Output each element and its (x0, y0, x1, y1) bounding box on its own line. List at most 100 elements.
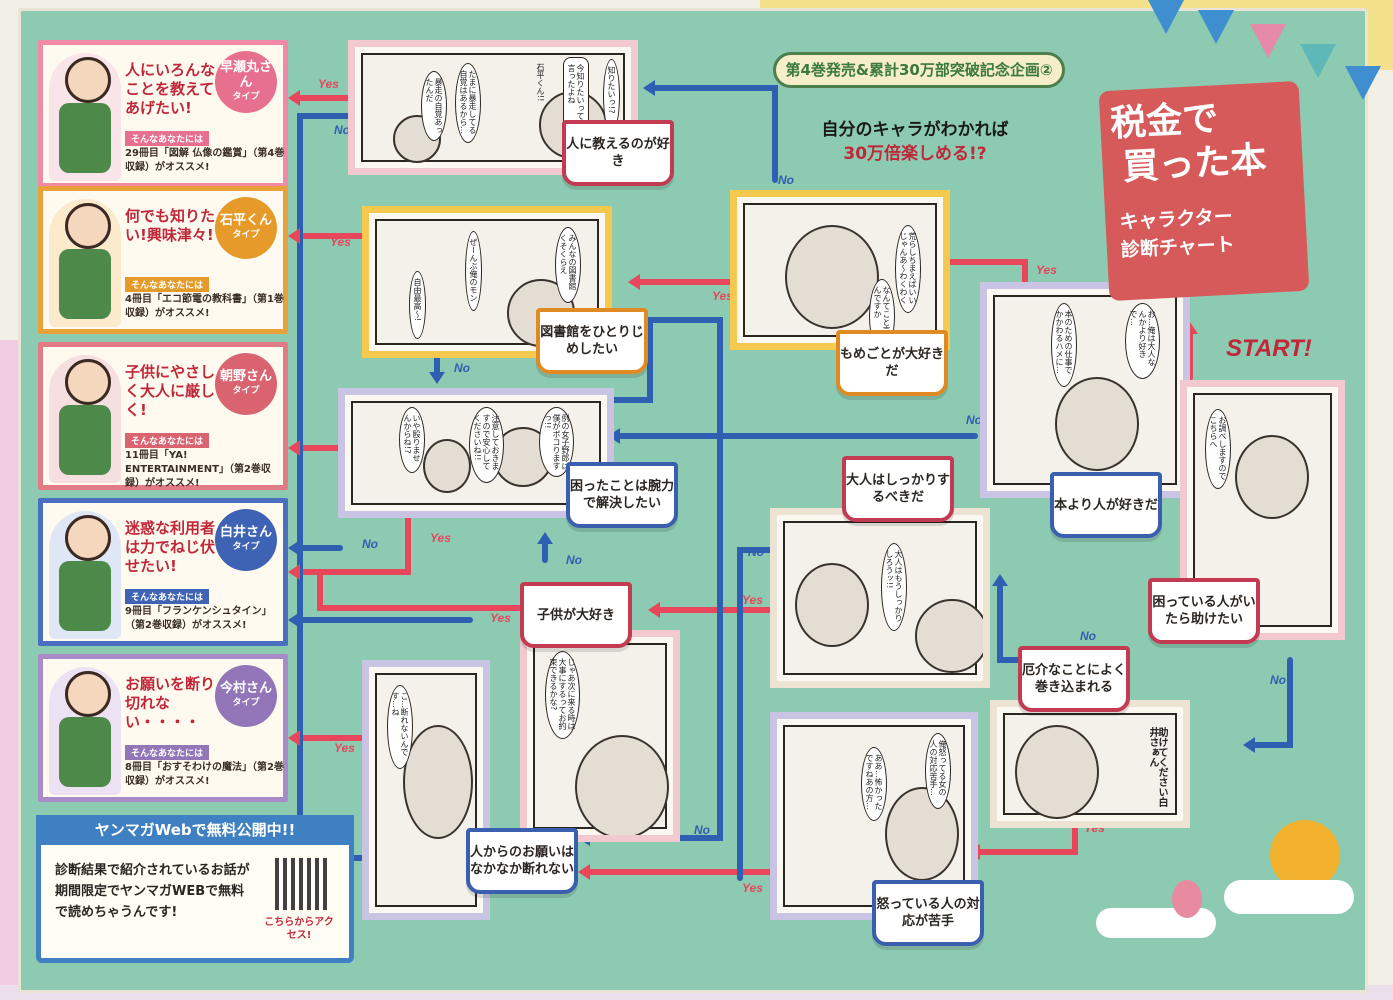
speech-bubble: ぜーんぶ俺のモン (465, 231, 482, 311)
speech-bubble: ああ…怖かったですねあの方… (861, 747, 887, 821)
result-card-asano: 子供にやさしく大人に厳しく! 朝野さんタイプ そんなあなたには 11冊目「YA!… (38, 342, 288, 490)
question-help: 困っている人がいたら助けたい (1148, 578, 1260, 644)
manga-panel-adults: 大人はもうしっかりしろうッ!! (770, 508, 990, 688)
result-title: 人にいろんなことを教えてあげたい! (125, 61, 216, 117)
result-subtitle: そんなあなたには (125, 745, 210, 760)
bunting-flag (1148, 0, 1184, 34)
character-figure (885, 787, 959, 881)
question-teach: 人に教えるのが好き (562, 120, 674, 186)
question-library: 図書館をひとりじめしたい (536, 308, 648, 374)
result-subtitle: そんなあなたには (125, 433, 210, 448)
character-figure (915, 599, 983, 673)
bunting-flag (1198, 10, 1234, 44)
character-figure (423, 439, 471, 493)
result-recommendation: 11冊目「YA! ENTERTAINMENT」（第2巻収録）がオススメ! (125, 450, 271, 489)
speech-bubble: 石平くん!! (536, 63, 545, 102)
speech-bubble: 助けてください白井さぁん (1147, 727, 1167, 807)
character-figure (1235, 435, 1309, 519)
character-figure (403, 725, 473, 839)
question-people: 本より人が好きだ (1050, 472, 1162, 538)
start-label: START! (1226, 335, 1312, 362)
speech-bubble: 自由最高～! (409, 271, 426, 339)
speech-bubble: いや殴りませんからね!? (399, 407, 425, 473)
manga-panel-requests: こ…断れないんです…ね (362, 660, 490, 920)
promo-title: ヤンマガWebで無料公開中!! (36, 815, 354, 845)
result-card-ishihira: 何でも知りたい!興味津々! 石平くんタイプ そんなあなたには 4冊目「エコ節電の… (38, 186, 288, 334)
question-requests: 人からのお願いはなかなか断れない (466, 828, 578, 894)
question-trouble-lover: もめごとが大好きだ (836, 330, 948, 396)
tagline-line2: 30万倍楽しめる!? (843, 144, 987, 164)
manga-panel-trouble: 荒らしちまえばいいじゃんあ〜わくわく なんてこと言うんですか (730, 190, 950, 350)
title-logo: 税金で 買った本 キャラクター 診断チャート (1098, 80, 1310, 302)
speech-bubble: 暴走の自覚あったんだ (421, 71, 447, 141)
type-badge: 白井さんタイプ (215, 509, 277, 571)
logo-subtitle1: キャラクター (1118, 205, 1234, 234)
question-adults: 大人はしっかりするべきだ (842, 456, 954, 522)
character-figure (1015, 725, 1099, 819)
result-card-hayasemaru: 人にいろんなことを教えてあげたい! 早瀬丸さんタイプ そんなあなたには 29冊目… (38, 40, 288, 188)
type-badge: 石平くんタイプ (215, 197, 277, 259)
speech-bubble: みんなの図書館くそくらえ (555, 227, 581, 303)
speech-bubble: じゃあ次に来る時は大事にするってお約束できるかな? (545, 651, 580, 739)
speech-bubble: お…俺は大人なんかより好きで… (1125, 303, 1160, 379)
promo-body: 診断結果で紹介されているお話が 期間限定でヤンマガWEBで無料で読めちゃうんです… (55, 863, 250, 920)
result-card-shirai: 迷惑な利用者は力でねじ伏せたい! 白井さんタイプ そんなあなたには 9冊目「フラ… (38, 498, 288, 646)
result-subtitle: そんなあなたには (125, 277, 210, 292)
speech-bubble: 本のための仕事でかかわるハメに… (1051, 303, 1077, 387)
logo-line2: 買った本 (1121, 139, 1268, 189)
campaign-banner: 第4巻発売&累計30万部突破記念企画② (773, 52, 1065, 88)
character-illustration (49, 53, 121, 181)
character-illustration (49, 199, 121, 327)
type-badge: 今村さんタイプ (215, 665, 277, 727)
bunting-flag (1250, 24, 1286, 58)
speech-bubble: 注意しておきますので安心してくださいね!! (469, 407, 504, 483)
speech-bubble: 大人はもうしっかりしろうッ!! (881, 543, 907, 631)
result-title: 迷惑な利用者は力でねじ伏せたい! (125, 519, 216, 575)
tagline-line1: 自分のキャラがわかれば (821, 120, 1009, 140)
left-pink-background (0, 340, 20, 1000)
cloud-icon (1224, 880, 1354, 914)
logo-subtitle2: 診断チャート (1120, 233, 1236, 262)
result-subtitle: そんなあなたには (125, 131, 210, 146)
manga-panel-children: じゃあ次に来る時は大事にするってお約束できるかな? (520, 630, 680, 842)
cloud-icon (1096, 908, 1216, 938)
character-figure (785, 225, 879, 329)
result-title: 子供にやさしく大人に厳しく! (125, 363, 216, 419)
speech-bubble: 荒らしちまえばいいじゃんあ〜わくわく (895, 225, 921, 313)
result-recommendation: 8冊目「おすそわけの魔法」（第2巻収録）がオススメ! (125, 762, 284, 787)
question-children: 子供が大好き (520, 582, 632, 648)
sun-icon (1270, 820, 1340, 890)
result-title: お願いを断り切れない・・・・ (125, 675, 216, 731)
speech-bubble: 俺怒ってる女の人の対応苦手… (925, 733, 951, 809)
character-figure (575, 735, 669, 835)
speech-bubble: お調べしますのでこちらへ (1205, 409, 1231, 489)
question-angry: 怒っている人の対応が苦手 (872, 880, 984, 946)
character-illustration (49, 667, 121, 795)
speech-bubble: こ…断れないんです…ね (387, 685, 413, 769)
character-illustration (49, 355, 121, 483)
manga-panel-involved: 助けてください白井さぁん (990, 700, 1190, 828)
result-title: 何でも知りたい!興味津々! (125, 207, 216, 244)
question-trouble-power: 困ったことは腕力で解決したい (566, 462, 678, 528)
character-illustration (49, 511, 121, 639)
promo-box: ヤンマガWebで無料公開中!! 診断結果で紹介されているお話が 期間限定でヤンマ… (36, 815, 354, 963)
promo-access: こちらからアクセス! (264, 917, 334, 941)
logo-line1: 税金で (1109, 98, 1220, 145)
question-involved: 厄介なことによく巻き込まれる (1018, 646, 1130, 712)
speech-bubble: たまに暴走してる自覚はあるから… (455, 63, 481, 143)
character-figure (795, 563, 869, 647)
balloon-icon (1172, 880, 1202, 918)
bunting-flag (1300, 44, 1336, 78)
manga-panel-help: お調べしますのでこちらへ (1180, 380, 1345, 640)
qr-code-icon[interactable] (275, 858, 327, 910)
type-badge: 朝野さんタイプ (215, 353, 277, 415)
manga-panel-people: お…俺は大人なんかより好きで… 本のための仕事でかかわるハメに… (980, 282, 1190, 498)
result-recommendation: 29冊目「図解 仏像の鑑賞」（第4巻収録）がオススメ! (125, 148, 285, 173)
result-recommendation: 4冊目「エコ節電の教科書」（第1巻収録）がオススメ! (125, 294, 284, 319)
speech-bubble: 今知りたいって言ったよね (563, 57, 589, 131)
result-recommendation: 9冊目「フランケンシュタイン」（第2巻収録）がオススメ! (125, 606, 272, 631)
manga-panel-power: いや殴りませんからね!? 注意しておきますので安心してくださいね!! 例の女子野… (338, 388, 614, 518)
character-figure (1055, 377, 1139, 471)
tagline: 自分のキャラがわかれば 30万倍楽しめる!? (770, 118, 1060, 166)
result-subtitle: そんなあなたには (125, 589, 210, 604)
